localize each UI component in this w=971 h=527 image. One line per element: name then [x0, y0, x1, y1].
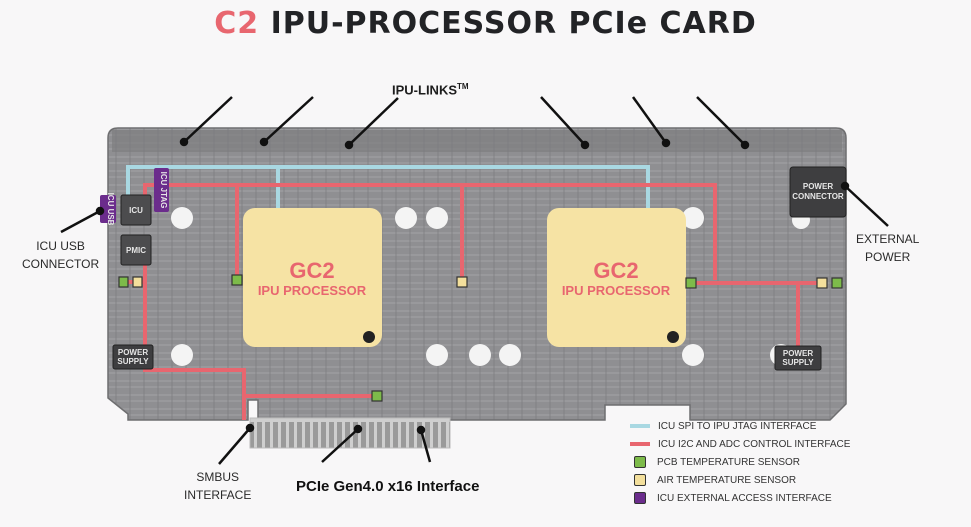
icu-chip	[120, 194, 152, 226]
air-temp-sensor	[132, 276, 143, 288]
legend-label: ICU EXTERNAL ACCESS INTERFACE	[657, 492, 832, 504]
power-supply-left-label: SUPPLY	[117, 357, 149, 366]
legend-label: AIR TEMPERATURE SENSOR	[657, 474, 797, 486]
air-temp-sensor	[456, 276, 468, 288]
pcb-temp-sensor	[231, 274, 243, 286]
power-supply-left-label: POWER	[118, 348, 148, 357]
icu-usb-tag-label: ICU USB	[106, 193, 115, 226]
page-title: C2 IPU-PROCESSOR PCIe CARD	[0, 6, 971, 41]
power-supply-right-label: POWER	[783, 349, 813, 358]
pmic-label: PMIC	[126, 246, 146, 255]
graphcore-logo-icon	[363, 331, 375, 343]
smbus-interface-label: SMBUS INTERFACE	[184, 468, 251, 504]
power-supply-right	[774, 345, 822, 371]
pcb-temp-sensor	[371, 390, 383, 402]
legend-item-air-sensor: AIR TEMPERATURE SENSOR	[630, 471, 850, 489]
icu-usb-connector-label: ICU USB CONNECTOR	[22, 237, 99, 273]
spi-line-swatch	[630, 424, 650, 428]
label-line: INTERFACE	[184, 488, 252, 502]
legend-label: ICU I2C AND ADC CONTROL INTERFACE	[658, 438, 851, 450]
power-supply-left	[112, 344, 154, 370]
label-line: CONNECTOR	[22, 257, 100, 271]
title-accent: C2	[214, 6, 260, 41]
pcie-interface-label: PCIe Gen4.0 x16 Interface	[296, 478, 480, 495]
gc2-chip-right	[547, 208, 686, 347]
air-temp-sensor	[816, 277, 828, 289]
power-connector-label: POWER	[803, 182, 833, 191]
label-line: SMBUS	[196, 470, 240, 484]
chip-left-sub: IPU PROCESSOR	[258, 283, 367, 298]
gc2-chip-left	[243, 208, 382, 347]
icu-usb-tag	[100, 195, 116, 223]
i2c-line-swatch	[630, 442, 650, 446]
pcb-temp-sensor	[685, 277, 697, 289]
chip-right-sub: IPU PROCESSOR	[562, 283, 671, 298]
legend-item-pcb-sensor: PCB TEMPERATURE SENSOR	[630, 453, 850, 471]
chip-right-name: GC2	[593, 258, 638, 283]
ipu-links-text: IPU-LINKS	[392, 82, 457, 98]
legend-item-i2c: ICU I2C AND ADC CONTROL INTERFACE	[630, 435, 850, 453]
icu-access-swatch	[634, 492, 646, 504]
external-power-label: EXTERNAL POWER	[856, 230, 919, 266]
callout-lines	[60, 96, 889, 465]
pmic-chip	[120, 234, 152, 266]
icu-label: ICU	[129, 206, 143, 215]
legend-item-spi: ICU SPI TO IPU JTAG INTERFACE	[630, 417, 850, 435]
pcie-edge-connector	[249, 417, 451, 449]
legend-label: PCB TEMPERATURE SENSOR	[657, 456, 800, 468]
pcb-board	[107, 127, 847, 421]
power-connector	[789, 166, 847, 218]
trademark-mark: TM	[457, 82, 469, 91]
legend-item-icu-access: ICU EXTERNAL ACCESS INTERFACE	[630, 489, 850, 507]
pcb-temp-sensor	[831, 277, 843, 289]
chip-left-name: GC2	[289, 258, 334, 283]
pcb-temp-sensor	[118, 276, 129, 288]
icu-jtag-tag	[154, 168, 169, 212]
label-line: ICU USB	[36, 239, 85, 253]
legend-label: ICU SPI TO IPU JTAG INTERFACE	[658, 420, 817, 432]
i2c-traces	[128, 183, 820, 420]
spi-traces	[126, 165, 650, 212]
title-main: IPU-PROCESSOR PCIe CARD	[270, 6, 757, 41]
air-sensor-swatch	[634, 474, 646, 486]
icu-jtag-tag-label: ICU JTAG	[159, 172, 168, 209]
graphcore-logo-icon	[667, 331, 679, 343]
legend: ICU SPI TO IPU JTAG INTERFACE ICU I2C AN…	[630, 417, 850, 507]
label-line: POWER	[865, 250, 911, 264]
ipu-links-label: IPU-LINKSTM	[392, 78, 469, 99]
pcb-sensor-swatch	[634, 456, 646, 468]
label-line: EXTERNAL	[856, 232, 920, 246]
power-supply-right-label: SUPPLY	[782, 358, 814, 367]
power-connector-label: CONNECTOR	[792, 192, 844, 201]
